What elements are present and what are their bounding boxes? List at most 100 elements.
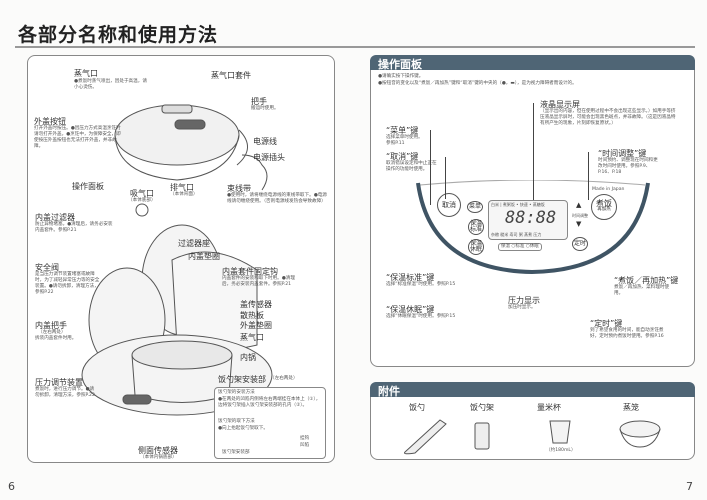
exhaust-label: 排气口: [170, 183, 194, 192]
steam-vent-kit-label: 蒸气口套件: [211, 71, 251, 80]
inset-mount-label: 饭勺架安装部: [222, 450, 250, 455]
time-up-button[interactable]: ▲: [576, 201, 582, 209]
air-intake-label: 吸气口: [130, 189, 154, 198]
inset-install-note: ●在两处的凹陷内侧将左右两端挂在本体上（①），边将饭勺架插入饭勺架安装部的孔内（…: [218, 397, 321, 408]
cord-tie-label: 束线带: [227, 184, 251, 193]
time-key-label: “时间调整”键: [598, 149, 647, 158]
keep-std-key-note: 选择“标准保温”时使用。参照P.15: [386, 282, 456, 287]
power-cord-label: 电源线: [253, 137, 277, 146]
leader-line: [430, 130, 431, 205]
lcd-note: （显示出的内容，但在使用过程中不会出现这些显示。）如用手等挤压液晶显示屏时，可能…: [540, 109, 676, 126]
made-in-label: Made in Japan: [592, 187, 625, 192]
page-title: 各部分名称和使用方法: [18, 24, 219, 46]
inset-dent-label: 凹陷: [300, 443, 310, 448]
timer-key-label: “定时”键: [590, 319, 623, 328]
lid-hook-label: 内盖套件固定钩: [222, 267, 278, 276]
lid-sensor-label: 盖传感器: [240, 300, 272, 309]
title-rule: [15, 46, 695, 48]
timer-key-note: 到了希望食用的时间，能自动烹饪煮好，定时预约煮饭时使用。参照P.16: [590, 328, 664, 339]
lid-filter-label: 内盖过滤器: [35, 213, 75, 222]
page-number-left: 6: [8, 480, 15, 493]
steam-vent-label: 蒸气口: [74, 69, 98, 78]
accessories-header: 附件: [370, 382, 695, 398]
pressure-display-note: 加压时显示。: [508, 305, 536, 310]
time-adjust-label: 时间调整: [572, 213, 588, 218]
leader-line: [533, 103, 534, 200]
lcd-digits: 88:88: [505, 208, 557, 228]
outer-gasket-label: 外盖垫圈: [240, 321, 272, 330]
keep-sleep-key-label: “保温休眠”键: [386, 305, 435, 314]
cook-key-label: “煮饭／再加热”键: [614, 276, 679, 285]
handle-note: 搬运时使用。: [251, 106, 279, 111]
pressure-regulator-label: 压力调节装置: [35, 378, 83, 387]
side-sensor-sub: （本体内锅底部）: [140, 455, 177, 460]
cook-reheat-button[interactable]: 煮饭 再加热: [591, 194, 617, 220]
accessory-paddle-holder: 饭勺架: [470, 403, 494, 412]
power-plug-label: 电源插头: [253, 153, 285, 162]
spatula-mount-inset: [214, 387, 326, 459]
control-panel-outline: [416, 180, 650, 275]
lcd-bottom-row: 杂粮 糙米 寿司 粥 蒸煮 压力: [491, 232, 542, 237]
page-number-right: 7: [686, 480, 693, 493]
cancel-key-label: “取消”键: [386, 152, 419, 161]
exhaust-sub: （本体背面）: [170, 192, 198, 197]
lid-gasket-label: 内盖垫圈: [188, 252, 220, 261]
reheat-label: 再加热: [597, 207, 611, 212]
timer-button[interactable]: 定时: [572, 237, 588, 251]
cook-label: 煮饭: [596, 199, 612, 208]
lid-filter-note: 防止异物堵塞。●清理后，请务必安装内盖套件。参照P.21: [35, 222, 113, 233]
keep-warm-standard-button[interactable]: 保温标准: [468, 219, 484, 235]
filter-seat-label: 过滤器座: [178, 239, 210, 248]
paddle-holder-icon: [474, 422, 490, 450]
inset-remove-title: 饭勺架的取下方法: [218, 419, 255, 424]
keep-warm-indicator: 保温 ○标准 ○休眠: [498, 243, 542, 251]
rice-paddle-icon: [404, 419, 447, 455]
leader-line: [445, 157, 446, 199]
lid-grip-note: 拆装内盖套件时用。: [35, 336, 77, 341]
menu-key-note: 选择菜单时使用。参照P.11: [386, 135, 423, 146]
control-panel-header: 操作面板: [370, 55, 695, 71]
cancel-button[interactable]: 取消: [437, 193, 461, 217]
accessory-steam-basket: 蒸笼: [623, 403, 639, 412]
cancel-key-note: 取消错误设定和中止正在操作的功能时使用。: [386, 161, 437, 172]
time-down-button[interactable]: ▼: [576, 220, 582, 228]
lid-hook-note: 内盖套件的安装和取下时用。●清理后，务必安装内盖套件。参照P.21: [222, 276, 295, 287]
keep-sleep-key-note: 选择“休眠保温”时使用。参照P.15: [386, 314, 456, 319]
measuring-cup-icon: [549, 420, 571, 444]
inset-install-title: 饭勺架的安装方法: [218, 390, 255, 395]
accessory-measuring-cup: 量米杯: [537, 403, 561, 412]
air-intake-sub: （本体底部）: [128, 198, 156, 203]
inset-hook-label: 挂钩: [300, 436, 310, 441]
cook-key-note: 煮饭／再加热、菜料理时使用。: [614, 285, 670, 296]
control-panel-label: 操作面板: [72, 182, 104, 191]
menu-key-label: “菜单”键: [386, 126, 419, 135]
steam-basket-icon: [619, 420, 661, 448]
lcd-display: 白米 | 煮粥饭 • 快速 • 蒸糖饭 88:88 杂粮 糙米 寿司 粥 蒸煮 …: [488, 200, 568, 240]
accessory-rice-paddle: 饭勺: [409, 403, 425, 412]
lid-button-note: 打开外盖时按压。●因压力方式高温烹饪时请勿打开外盖。●烹饪中，为保障安全，即使按…: [34, 126, 121, 149]
pressure-regulator-note: 煮饭时，进行压力调节。●请勿拆卸，清理方法，参照P.22: [35, 387, 95, 398]
measuring-cup-note: （约180mL）: [546, 448, 576, 453]
keep-warm-sleep-button[interactable]: 保温休眠: [468, 239, 484, 255]
lid-grip-sub: （左右两处）: [38, 330, 66, 335]
safety-valve-label: 安全阀: [35, 263, 59, 272]
side-sensor-label: 侧面传感器: [138, 446, 178, 455]
intro-line-2: ●按钮音的变化以及“煮饭／再加热”键和“取消”键的中央的（●，▬），是为视力障碍…: [378, 81, 577, 86]
cord-tie-note: ●使用时，请将缠绕电源线的束线带取下。●电源线请勿缠绕使用。（否则电源线发热会导…: [227, 193, 327, 204]
time-key-note: 时间预约、调整现在时间和更改时间时使用。参照P.9、P.16、P.18: [598, 158, 658, 175]
handle-label: 把手: [251, 97, 267, 106]
intro-line-1: ●请确实按下操作键。: [378, 74, 424, 79]
menu-button[interactable]: 菜单: [467, 201, 483, 213]
steam-port-label: 蒸气口: [240, 333, 264, 342]
accessory-illustrations: [404, 419, 661, 455]
spatula-mount-label: 饭勺架安装部: [218, 375, 266, 384]
safety-valve-note: 是当压力调节装置堵塞或故障时，为了减轻异常压力等的安全装置。●请勿拆卸，清理方法…: [35, 272, 100, 295]
pressure-display-label: 压力显示: [508, 296, 540, 305]
spatula-mount-sub: （左右两处）: [270, 376, 298, 381]
heat-plate-label: 散热板: [240, 311, 264, 320]
lid-grip-label: 内盖把手: [35, 321, 67, 330]
inset-remove-note: ●向上抬起饭勺架取下。: [218, 426, 268, 431]
lid-button-label: 外盖按钮: [34, 117, 66, 126]
keep-std-key-label: “保温标准”键: [386, 273, 435, 282]
leader-line: [588, 152, 589, 200]
